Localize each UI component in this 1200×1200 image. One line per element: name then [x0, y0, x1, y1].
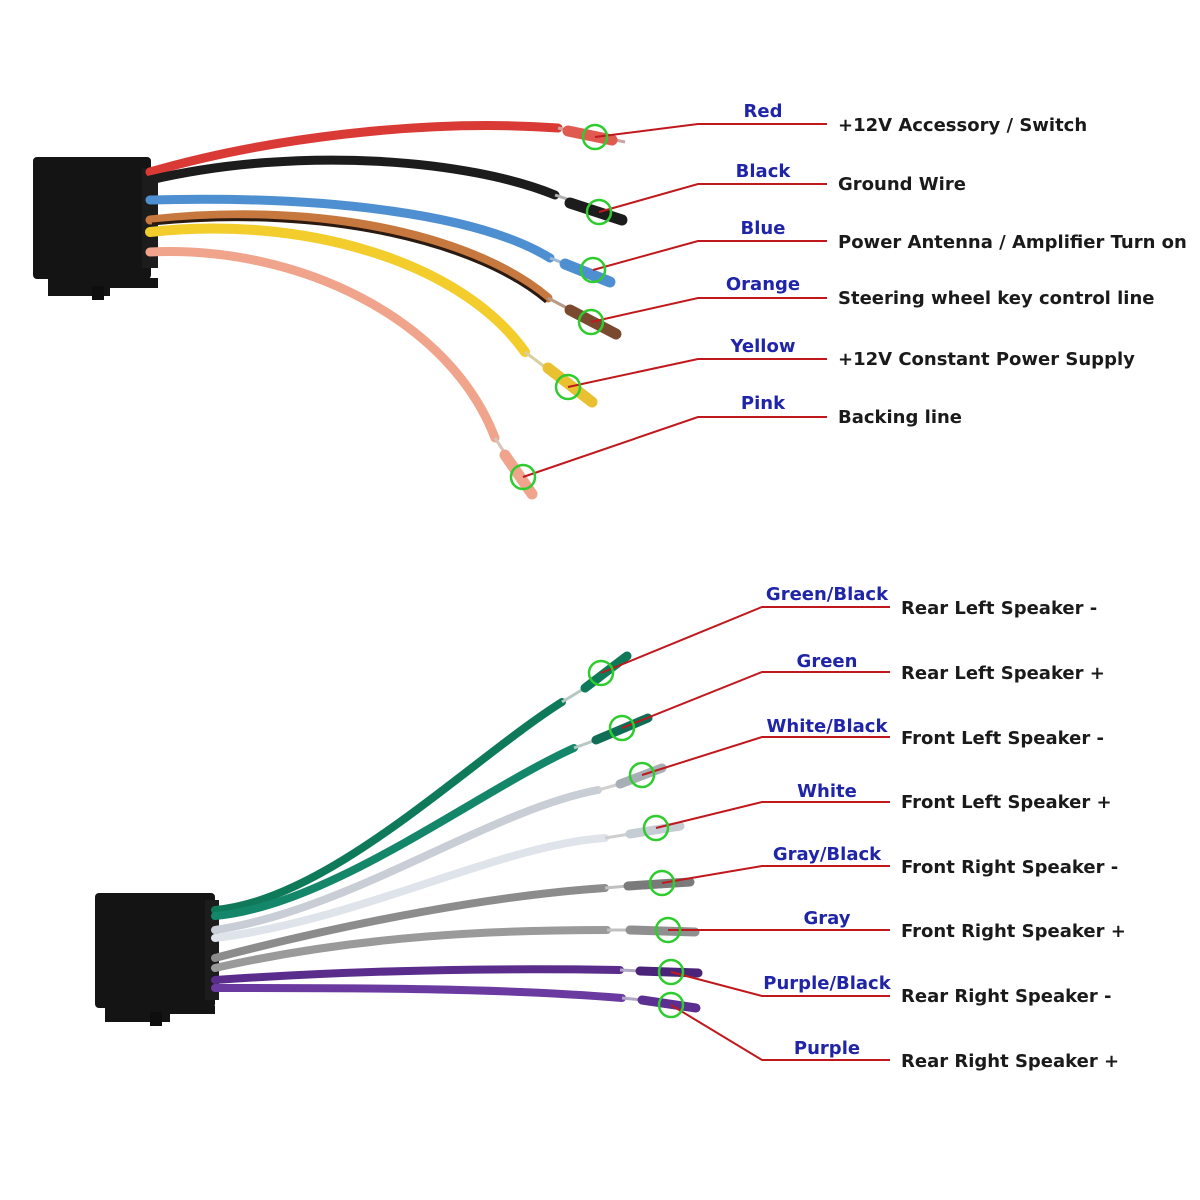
bottom-wire-white-black — [211, 786, 602, 934]
label-red: Red — [744, 101, 783, 122]
desc-gray-black: Front Right Speaker - — [901, 857, 1118, 878]
bottom-wire-gray — [211, 926, 611, 972]
marker-orange — [577, 308, 605, 336]
bottom-wire-green — [211, 744, 578, 920]
label-gray-black: Gray/Black — [773, 844, 882, 865]
label-green-black: Green/Black — [766, 584, 889, 605]
marker-green-black — [587, 659, 615, 687]
bottom-harness: Green/Black Rear Left Speaker - Green Re… — [95, 584, 1126, 1072]
desc-yellow: +12V Constant Power Supply — [838, 349, 1135, 370]
bottom-wire-purple — [211, 984, 626, 1002]
top-wire-blue — [145, 194, 555, 263]
marker-green — [608, 714, 636, 742]
desc-green: Rear Left Speaker + — [901, 663, 1105, 684]
marker-white-black — [628, 761, 656, 789]
bottom-wires — [211, 651, 703, 1013]
top-wire-red — [145, 121, 563, 177]
top-harness: Red +12V Accessory / Switch Black Ground… — [33, 101, 1187, 500]
desc-black: Ground Wire — [838, 174, 966, 195]
marker-red — [581, 123, 609, 151]
bottom-leader-lines — [600, 606, 890, 1061]
bottom-wire-green-black — [211, 698, 566, 914]
bottom-wire-gray-black — [211, 884, 609, 962]
marker-yellow — [554, 373, 582, 401]
top-wire-black — [145, 155, 560, 200]
top-wire-pink — [145, 247, 500, 443]
marker-gray-black — [648, 869, 676, 897]
marker-white — [642, 814, 670, 842]
marker-blue — [579, 256, 607, 284]
bottom-markers — [587, 659, 685, 1019]
label-green: Green — [797, 651, 858, 672]
label-black: Black — [736, 161, 792, 182]
marker-pink — [509, 463, 537, 491]
label-white-black: White/Black — [767, 716, 889, 737]
top-leader-lines — [522, 123, 827, 478]
top-markers — [509, 123, 613, 491]
bottom-wire-purple-black — [211, 965, 624, 984]
desc-purple-black: Rear Right Speaker - — [901, 986, 1111, 1007]
desc-white: Front Left Speaker + — [901, 792, 1112, 813]
marker-purple-black — [657, 958, 685, 986]
label-yellow: Yellow — [730, 336, 796, 357]
marker-black — [585, 198, 613, 226]
top-connector — [33, 157, 158, 300]
bottom-labels: Green/Black Rear Left Speaker - Green Re… — [763, 584, 1126, 1072]
marker-gray — [654, 916, 682, 944]
top-wire-orange — [145, 210, 553, 303]
label-pink: Pink — [741, 393, 786, 414]
desc-pink: Backing line — [838, 407, 962, 428]
desc-blue: Power Antenna / Amplifier Turn on — [838, 232, 1187, 253]
desc-green-black: Rear Left Speaker - — [901, 598, 1097, 619]
top-wire-yellow — [145, 223, 530, 357]
desc-gray: Front Right Speaker + — [901, 921, 1126, 942]
label-gray: Gray — [804, 908, 851, 929]
desc-orange: Steering wheel key control line — [838, 288, 1155, 309]
top-labels: Red +12V Accessory / Switch Black Ground… — [726, 101, 1187, 428]
desc-white-black: Front Left Speaker - — [901, 728, 1104, 749]
label-purple: Purple — [794, 1038, 860, 1059]
desc-purple: Rear Right Speaker + — [901, 1051, 1119, 1072]
label-blue: Blue — [741, 218, 786, 239]
bottom-connector — [95, 893, 219, 1026]
label-purple-black: Purple/Black — [763, 973, 891, 994]
top-wires — [145, 121, 628, 500]
label-white: White — [797, 781, 857, 802]
marker-purple — [657, 991, 685, 1019]
desc-red: +12V Accessory / Switch — [838, 115, 1087, 136]
label-orange: Orange — [726, 274, 800, 295]
bottom-wire-white — [211, 834, 609, 942]
